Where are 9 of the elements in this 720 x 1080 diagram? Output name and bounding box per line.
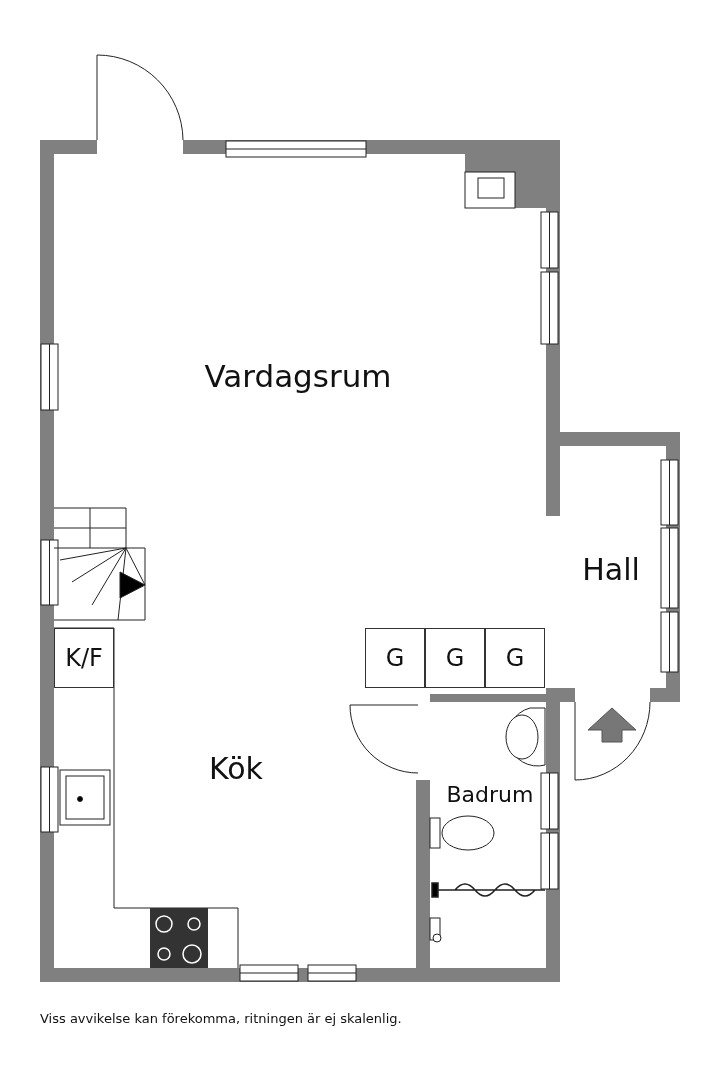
wardrobe-cabinet: G (485, 628, 545, 688)
room-label: Hall (582, 555, 640, 585)
wardrobe-cabinet: G (425, 628, 485, 688)
room-label: Vardagsrum (204, 360, 392, 392)
fridge-freezer-cabinet: K/F (54, 628, 114, 688)
room-label: Kök (209, 754, 263, 784)
room-label: Badrum (446, 784, 534, 806)
wardrobe-cabinet: G (365, 628, 425, 688)
caption: Viss avvikelse kan förekomma, ritningen är ej skalenlig. (40, 1012, 402, 1025)
